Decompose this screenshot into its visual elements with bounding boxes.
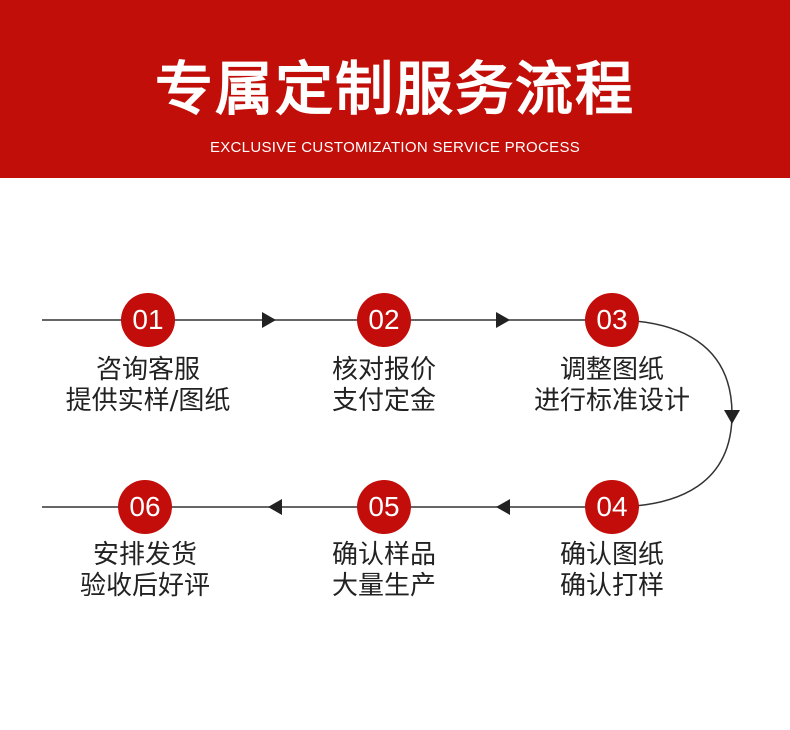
step-03-label: 调整图纸 进行标准设计 [502,355,722,417]
step-02-label: 核对报价 支付定金 [274,355,494,417]
step-02-line1: 核对报价 [331,355,436,385]
step-01-line1: 咨询客服 [95,355,200,385]
header-banner [0,0,790,178]
step-01-badge: 01 [121,293,175,347]
step-01-line2: 提供实样/图纸 [65,386,231,416]
step-04-line2: 确认打样 [559,571,664,601]
step-05-line2: 大量生产 [331,571,436,601]
step-06-label: 安排发货 验收后好评 [35,540,255,602]
arrow-down-icon [724,410,740,424]
step-05-badge: 05 [357,480,411,534]
step-06-line2: 验收后好评 [79,571,210,601]
arrow-right-icon [262,312,276,328]
step-04-line1: 确认图纸 [559,540,664,570]
step-05-line1: 确认样品 [331,540,436,570]
step-01-label: 咨询客服 提供实样/图纸 [38,355,258,417]
step-03-line2: 进行标准设计 [533,386,690,416]
step-06-badge: 06 [118,480,172,534]
step-02-badge: 02 [357,293,411,347]
arrow-left-icon [496,499,510,515]
arrow-right-icon [496,312,510,328]
page-subtitle: EXCLUSIVE CUSTOMIZATION SERVICE PROCESS [209,139,581,156]
step-02-line2: 支付定金 [331,386,436,416]
step-03-line1: 调整图纸 [559,355,664,385]
step-04-label: 确认图纸 确认打样 [502,540,722,602]
arrow-left-icon [268,499,282,515]
step-04-badge: 04 [585,480,639,534]
step-05-label: 确认样品 大量生产 [274,540,494,602]
page-title: 专属定制服务流程 [154,55,635,123]
step-03-badge: 03 [585,293,639,347]
step-06-line1: 安排发货 [92,540,197,570]
